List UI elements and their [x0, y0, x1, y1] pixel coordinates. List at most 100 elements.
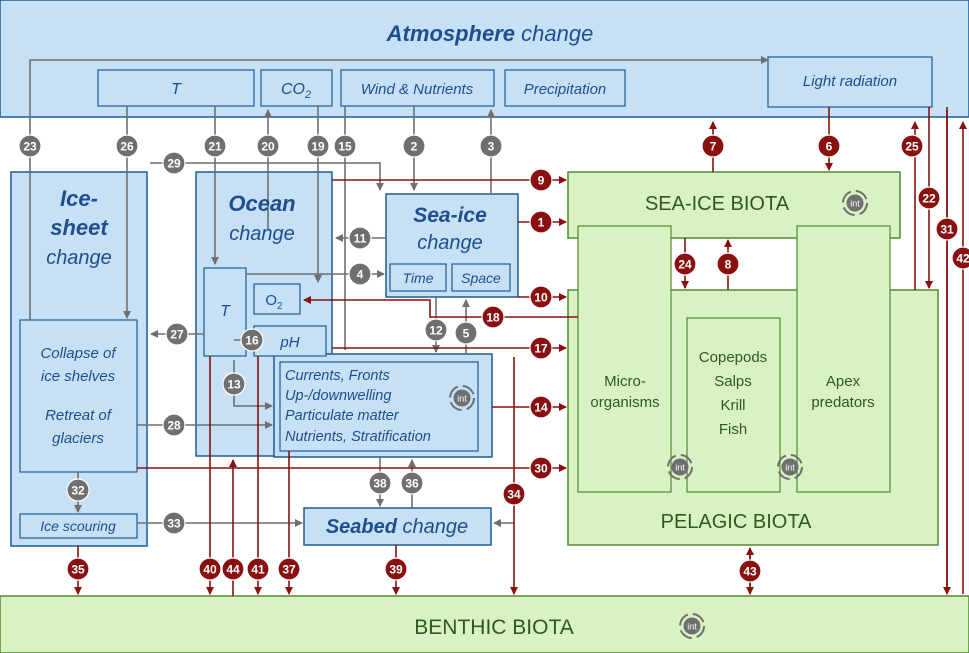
link-badge-15: 15: [333, 134, 357, 158]
ocean-t-box: [203, 267, 247, 357]
link-badge-36: 36: [400, 471, 424, 495]
link-badge-9: 9: [529, 168, 553, 192]
collapse-line-1: Collapse of: [40, 345, 117, 362]
svg-text:36: 36: [405, 477, 419, 491]
ocean-ph-label: pH: [279, 334, 299, 351]
svg-text:int: int: [687, 622, 697, 632]
time-box: [389, 263, 447, 292]
svg-text:42: 42: [956, 252, 969, 266]
svg-text:12: 12: [429, 324, 443, 338]
link-badge-39: 39: [384, 557, 408, 581]
svg-text:19: 19: [311, 140, 325, 154]
atm-light-box: [767, 56, 933, 108]
atm-t-box: [97, 69, 255, 107]
link-badge-13: 13: [222, 372, 246, 396]
svg-text:25: 25: [905, 140, 919, 154]
ocean-o2-main: O: [265, 292, 277, 309]
benthic-biota-label: BENTHIC BIOTA: [414, 616, 573, 639]
zooplankton-box: [686, 317, 781, 493]
seabed-title: Seabed change: [326, 516, 468, 538]
link-badge-5: 5: [454, 321, 478, 345]
svg-text:32: 32: [71, 484, 85, 498]
ocean-o2-label: O2: [265, 292, 283, 312]
zoo-label: Fish: [719, 421, 747, 438]
processes-inner-box: [279, 361, 479, 452]
svg-text:27: 27: [170, 328, 184, 342]
ocean-title-1: Ocean: [228, 191, 295, 216]
seabed-title-rest: change: [397, 516, 468, 538]
svg-text:2: 2: [411, 140, 418, 154]
svg-text:5: 5: [463, 327, 470, 341]
svg-text:29: 29: [167, 157, 181, 171]
apex-label-2: predators: [811, 394, 874, 411]
apex-predators-box: [796, 225, 891, 493]
seaice-title-2: change: [417, 232, 483, 254]
atm-co2-box: [260, 69, 333, 107]
svg-text:int: int: [785, 463, 795, 473]
space-label: Space: [461, 270, 501, 286]
link-badge-35: 35: [66, 557, 90, 581]
svg-text:7: 7: [710, 140, 717, 154]
link-badge-26: 26: [115, 134, 139, 158]
link-badge-11: 11: [348, 226, 372, 250]
interaction-icons: int int int int int: [449, 190, 868, 639]
svg-text:44: 44: [226, 563, 240, 577]
link-badge-38: 38: [368, 471, 392, 495]
link-badge-17: 17: [529, 336, 553, 360]
link-badge-16: 16: [240, 328, 264, 352]
svg-text:38: 38: [373, 477, 387, 491]
svg-text:18: 18: [486, 311, 500, 325]
svg-text:39: 39: [389, 563, 403, 577]
link-badge-4: 4: [348, 262, 372, 286]
atmosphere-title: Atmosphere change: [386, 21, 594, 46]
link-badge-29: 29: [162, 151, 186, 175]
svg-text:6: 6: [826, 140, 833, 154]
atm-precip-box: [504, 69, 626, 107]
ocean-o2-sub: 2: [277, 301, 283, 312]
icesheet-title-2: sheet: [50, 215, 109, 240]
interaction-icon: int: [449, 385, 475, 411]
interaction-icon: int: [679, 613, 705, 639]
svg-text:22: 22: [922, 192, 936, 206]
micro-label-2: organisms: [590, 394, 659, 411]
svg-text:14: 14: [534, 401, 548, 415]
svg-text:21: 21: [208, 140, 222, 154]
zoo-label: Krill: [721, 397, 746, 414]
svg-text:24: 24: [678, 258, 692, 272]
svg-text:41: 41: [251, 563, 265, 577]
svg-text:3: 3: [488, 140, 495, 154]
atm-precip-label: Precipitation: [524, 81, 607, 98]
link-badge-33: 33: [162, 511, 186, 535]
ocean-title-2: change: [229, 223, 295, 245]
zoo-label: Salps: [714, 373, 752, 390]
link-badge-18: 18: [481, 305, 505, 329]
svg-text:int: int: [850, 199, 860, 209]
atm-co2-main: CO: [281, 81, 305, 98]
svg-text:30: 30: [534, 462, 548, 476]
link-badge-12: 12: [424, 318, 448, 342]
link-badge-21: 21: [203, 134, 227, 158]
space-box: [451, 263, 511, 292]
link-badge-40: 40: [198, 557, 222, 581]
link-badge-28: 28: [162, 413, 186, 437]
svg-text:16: 16: [245, 334, 259, 348]
svg-text:37: 37: [282, 563, 296, 577]
svg-text:10: 10: [534, 291, 548, 305]
svg-text:1: 1: [538, 216, 545, 230]
ice-scouring-box: [19, 513, 138, 539]
svg-text:15: 15: [338, 140, 352, 154]
icesheet-title-1: Ice-: [60, 186, 98, 211]
atm-light-label: Light radiation: [803, 73, 897, 90]
atmosphere-title-rest: change: [515, 21, 593, 46]
link-badge-44: 44: [221, 557, 245, 581]
ocean-o2-box: [253, 283, 301, 315]
retreat-line-1: Retreat of: [45, 407, 113, 424]
link-badge-3: 3: [479, 134, 503, 158]
micro-organisms-box: [577, 225, 672, 493]
zoo-label: Copepods: [699, 349, 767, 366]
svg-text:13: 13: [227, 378, 241, 392]
interaction-icon: int: [667, 454, 693, 480]
ice-scouring-label: Ice scouring: [40, 518, 116, 534]
link-badge-22: 22: [917, 186, 941, 210]
